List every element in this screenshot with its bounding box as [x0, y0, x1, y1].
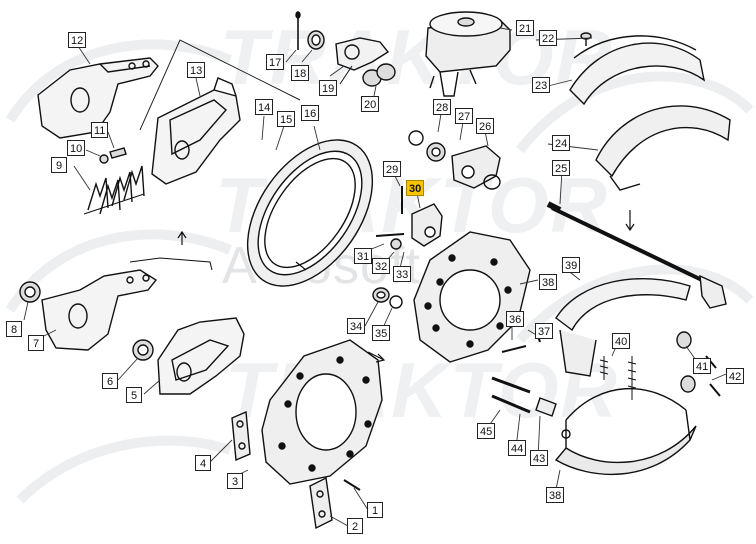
small-parts-36-45 — [491, 329, 721, 439]
callout-34[interactable]: 34 — [347, 318, 366, 334]
brake-shoe-part-38-lower — [554, 387, 697, 476]
brake-shoe-part-24 — [595, 105, 731, 191]
callout-7[interactable]: 7 — [28, 335, 44, 351]
callout-43[interactable]: 43 — [530, 450, 549, 466]
brake-chamber-part-21 — [425, 11, 511, 97]
brake-plate-part-3 — [261, 339, 383, 485]
callout-9[interactable]: 9 — [51, 157, 67, 173]
callout-28[interactable]: 28 — [433, 99, 452, 115]
callout-30-selected[interactable]: 30 — [406, 180, 425, 196]
callout-35[interactable]: 35 — [372, 325, 391, 341]
parts-26-28 — [408, 130, 501, 190]
callout-15[interactable]: 15 — [277, 111, 296, 127]
callout-40[interactable]: 40 — [612, 333, 631, 349]
callout-20[interactable]: 20 — [361, 96, 380, 112]
callout-4[interactable]: 4 — [195, 455, 211, 471]
callout-26[interactable]: 26 — [476, 118, 495, 134]
spring-clips-part-9 — [83, 165, 145, 215]
callout-27[interactable]: 27 — [455, 108, 474, 124]
callout-8[interactable]: 8 — [6, 321, 22, 337]
callout-41[interactable]: 41 — [693, 358, 712, 374]
callout-1[interactable]: 1 — [367, 502, 383, 518]
callout-32[interactable]: 32 — [372, 258, 391, 274]
brake-lining-part-23 — [569, 35, 706, 106]
callout-16[interactable]: 16 — [301, 105, 320, 121]
callout-17[interactable]: 17 — [266, 54, 285, 70]
bushing-part-6 — [132, 339, 154, 361]
screw-part-22 — [580, 32, 592, 46]
callout-33[interactable]: 33 — [393, 266, 412, 282]
callout-38-lower[interactable]: 38 — [546, 487, 565, 503]
dust-shield-part-16 — [246, 139, 374, 287]
callout-6[interactable]: 6 — [102, 373, 118, 389]
bracket-part-13 — [151, 77, 241, 185]
callout-39[interactable]: 39 — [562, 257, 581, 273]
brake-shoe-part-39 — [555, 277, 691, 377]
callout-13[interactable]: 13 — [187, 62, 206, 78]
callout-12[interactable]: 12 — [68, 32, 87, 48]
callout-19[interactable]: 19 — [319, 80, 338, 96]
callout-36[interactable]: 36 — [506, 311, 525, 327]
callout-21[interactable]: 21 — [516, 20, 535, 36]
callout-45[interactable]: 45 — [477, 423, 496, 439]
bolt-parts-10-11 — [99, 147, 127, 164]
fasteners-29-35 — [372, 186, 443, 309]
camshaft-part-25 — [546, 201, 727, 309]
bracket-part-7 — [41, 269, 158, 351]
callout-14[interactable]: 14 — [255, 99, 274, 115]
callout-29[interactable]: 29 — [383, 161, 402, 177]
callout-23[interactable]: 23 — [532, 77, 551, 93]
callout-10[interactable]: 10 — [67, 140, 86, 156]
callout-44[interactable]: 44 — [508, 440, 527, 456]
plates-1-2-4 — [231, 410, 361, 530]
callout-11[interactable]: 11 — [91, 122, 109, 138]
callout-22[interactable]: 22 — [539, 30, 558, 46]
bushing-part-8 — [19, 281, 41, 303]
direction-arrows — [295, 210, 635, 363]
bracket-part-12 — [37, 57, 159, 139]
callout-5[interactable]: 5 — [126, 387, 142, 403]
springs-part-40 — [599, 356, 637, 400]
callout-18[interactable]: 18 — [291, 65, 310, 81]
callout-38-upper[interactable]: 38 — [539, 274, 558, 290]
callout-37[interactable]: 37 — [535, 323, 554, 339]
callout-42[interactable]: 42 — [726, 368, 745, 384]
small-parts-17-20 — [295, 11, 396, 87]
callout-25[interactable]: 25 — [552, 160, 571, 176]
bracket-part-5 — [157, 317, 245, 395]
callout-31[interactable]: 31 — [354, 248, 373, 264]
callout-3[interactable]: 3 — [227, 473, 243, 489]
brake-spider-part-38-upper — [413, 231, 531, 363]
callout-24[interactable]: 24 — [552, 135, 571, 151]
callout-2[interactable]: 2 — [347, 518, 363, 534]
